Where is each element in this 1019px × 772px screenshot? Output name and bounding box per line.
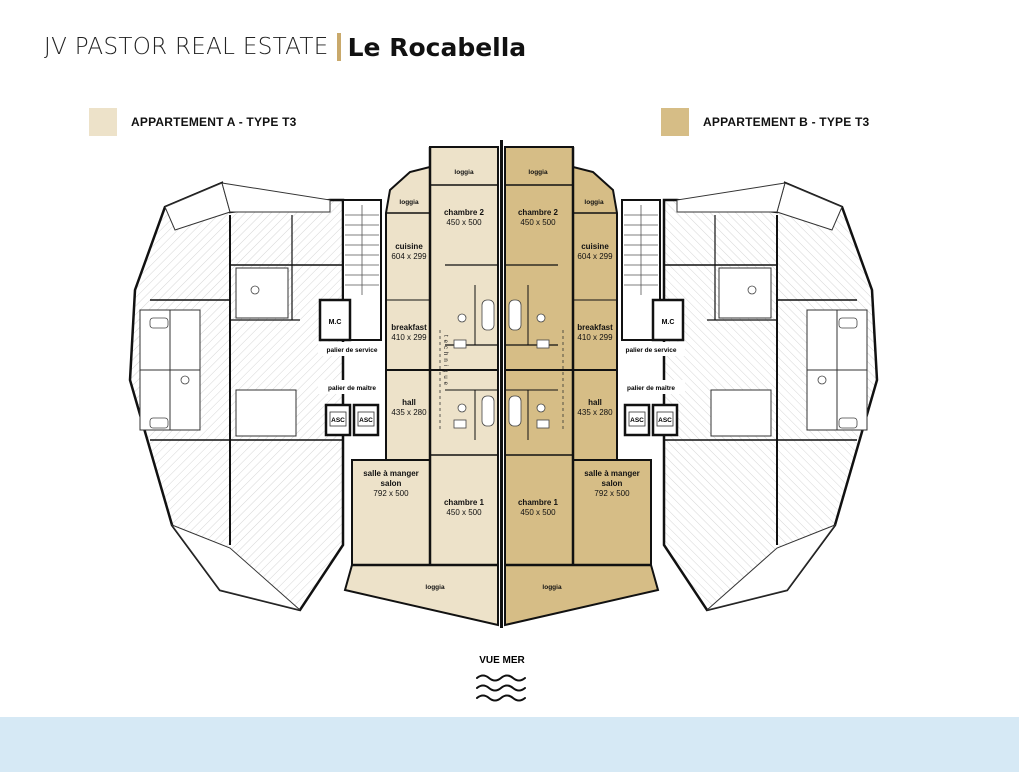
title-separator bbox=[336, 33, 341, 61]
right-core: M.C palier de service palier de maître A… bbox=[615, 199, 685, 437]
sea-view-label: VUE MER bbox=[479, 655, 525, 666]
b-breakfast-size: 410 x 299 bbox=[577, 333, 613, 342]
b-hall-label: hall bbox=[588, 398, 602, 407]
b-chambre1-label: chambre 1 bbox=[518, 498, 559, 507]
apartment-b bbox=[504, 146, 660, 627]
legend-swatch-b bbox=[661, 108, 689, 136]
a-chambre2-label: chambre 2 bbox=[444, 208, 485, 217]
b-salle-label: salle à manger bbox=[584, 469, 640, 478]
a-chambre2-size: 450 x 500 bbox=[446, 218, 482, 227]
waves-icon bbox=[476, 674, 526, 702]
b-chambre2-size: 450 x 500 bbox=[520, 218, 556, 227]
a-salon-label: salon bbox=[381, 479, 402, 488]
a-hall-label: hall bbox=[402, 398, 416, 407]
left-core: M.C palier de service palier de maître A… bbox=[318, 199, 388, 437]
a-breakfast-size: 410 x 299 bbox=[391, 333, 427, 342]
b-chambre1-size: 450 x 500 bbox=[520, 508, 556, 517]
b-breakfast-label: breakfast bbox=[577, 323, 613, 332]
a-cuisine-size: 604 x 299 bbox=[391, 252, 427, 261]
b-hall-size: 435 x 280 bbox=[577, 408, 613, 417]
left-wing bbox=[128, 181, 345, 612]
b-cuisine-label: cuisine bbox=[581, 242, 609, 251]
a-chambre1-size: 450 x 500 bbox=[446, 508, 482, 517]
left-asc-2: ASC bbox=[359, 417, 373, 424]
legend-apartment-a: APPARTEMENT A - TYPE T3 bbox=[89, 108, 297, 136]
legend-apartment-b: APPARTEMENT B - TYPE T3 bbox=[661, 108, 869, 136]
left-mc-label: M.C bbox=[329, 319, 342, 326]
brand-name: JV PASTOR REAL ESTATE bbox=[44, 34, 329, 60]
a-salle-label: salle à manger bbox=[363, 469, 419, 478]
right-asc-1: ASC bbox=[630, 417, 644, 424]
b-salle-size: 792 x 500 bbox=[594, 489, 630, 498]
b-loggia-small: loggia bbox=[584, 199, 604, 206]
legend-label-b: APPARTEMENT B - TYPE T3 bbox=[703, 115, 870, 129]
left-asc-1: ASC bbox=[331, 417, 345, 424]
right-wing bbox=[662, 181, 879, 612]
footer-band bbox=[0, 717, 1019, 772]
a-breakfast-label: breakfast bbox=[391, 323, 427, 332]
b-cuisine-size: 604 x 299 bbox=[577, 252, 613, 261]
legend-label-a: APPARTEMENT A - TYPE T3 bbox=[131, 115, 297, 129]
a-loggia-bottom: loggia bbox=[425, 584, 445, 591]
right-palier-maitre: palier de maître bbox=[627, 385, 675, 392]
page-header: JV PASTOR REAL ESTATE Le Rocabella bbox=[44, 30, 526, 64]
a-loggia-small: loggia bbox=[399, 199, 419, 206]
left-palier-maitre: palier de maître bbox=[328, 385, 376, 392]
b-salon-label: salon bbox=[602, 479, 623, 488]
right-asc-2: ASC bbox=[658, 417, 672, 424]
a-salle-size: 792 x 500 bbox=[373, 489, 409, 498]
a-loggia-top: loggia bbox=[454, 169, 474, 176]
project-title: Le Rocabella bbox=[347, 32, 527, 62]
right-palier-service: palier de service bbox=[626, 347, 677, 354]
right-mc-label: M.C bbox=[662, 319, 675, 326]
b-chambre2-label: chambre 2 bbox=[518, 208, 559, 217]
a-cuisine-label: cuisine bbox=[395, 242, 423, 251]
left-palier-service: palier de service bbox=[327, 347, 378, 354]
legend-swatch-a bbox=[89, 108, 117, 136]
apartment-a bbox=[343, 146, 499, 627]
technical-shaft-label: technique bbox=[442, 335, 448, 388]
a-hall-size: 435 x 280 bbox=[391, 408, 427, 417]
b-loggia-bottom: loggia bbox=[542, 584, 562, 591]
a-chambre1-label: chambre 1 bbox=[444, 498, 485, 507]
b-loggia-top: loggia bbox=[528, 169, 548, 176]
